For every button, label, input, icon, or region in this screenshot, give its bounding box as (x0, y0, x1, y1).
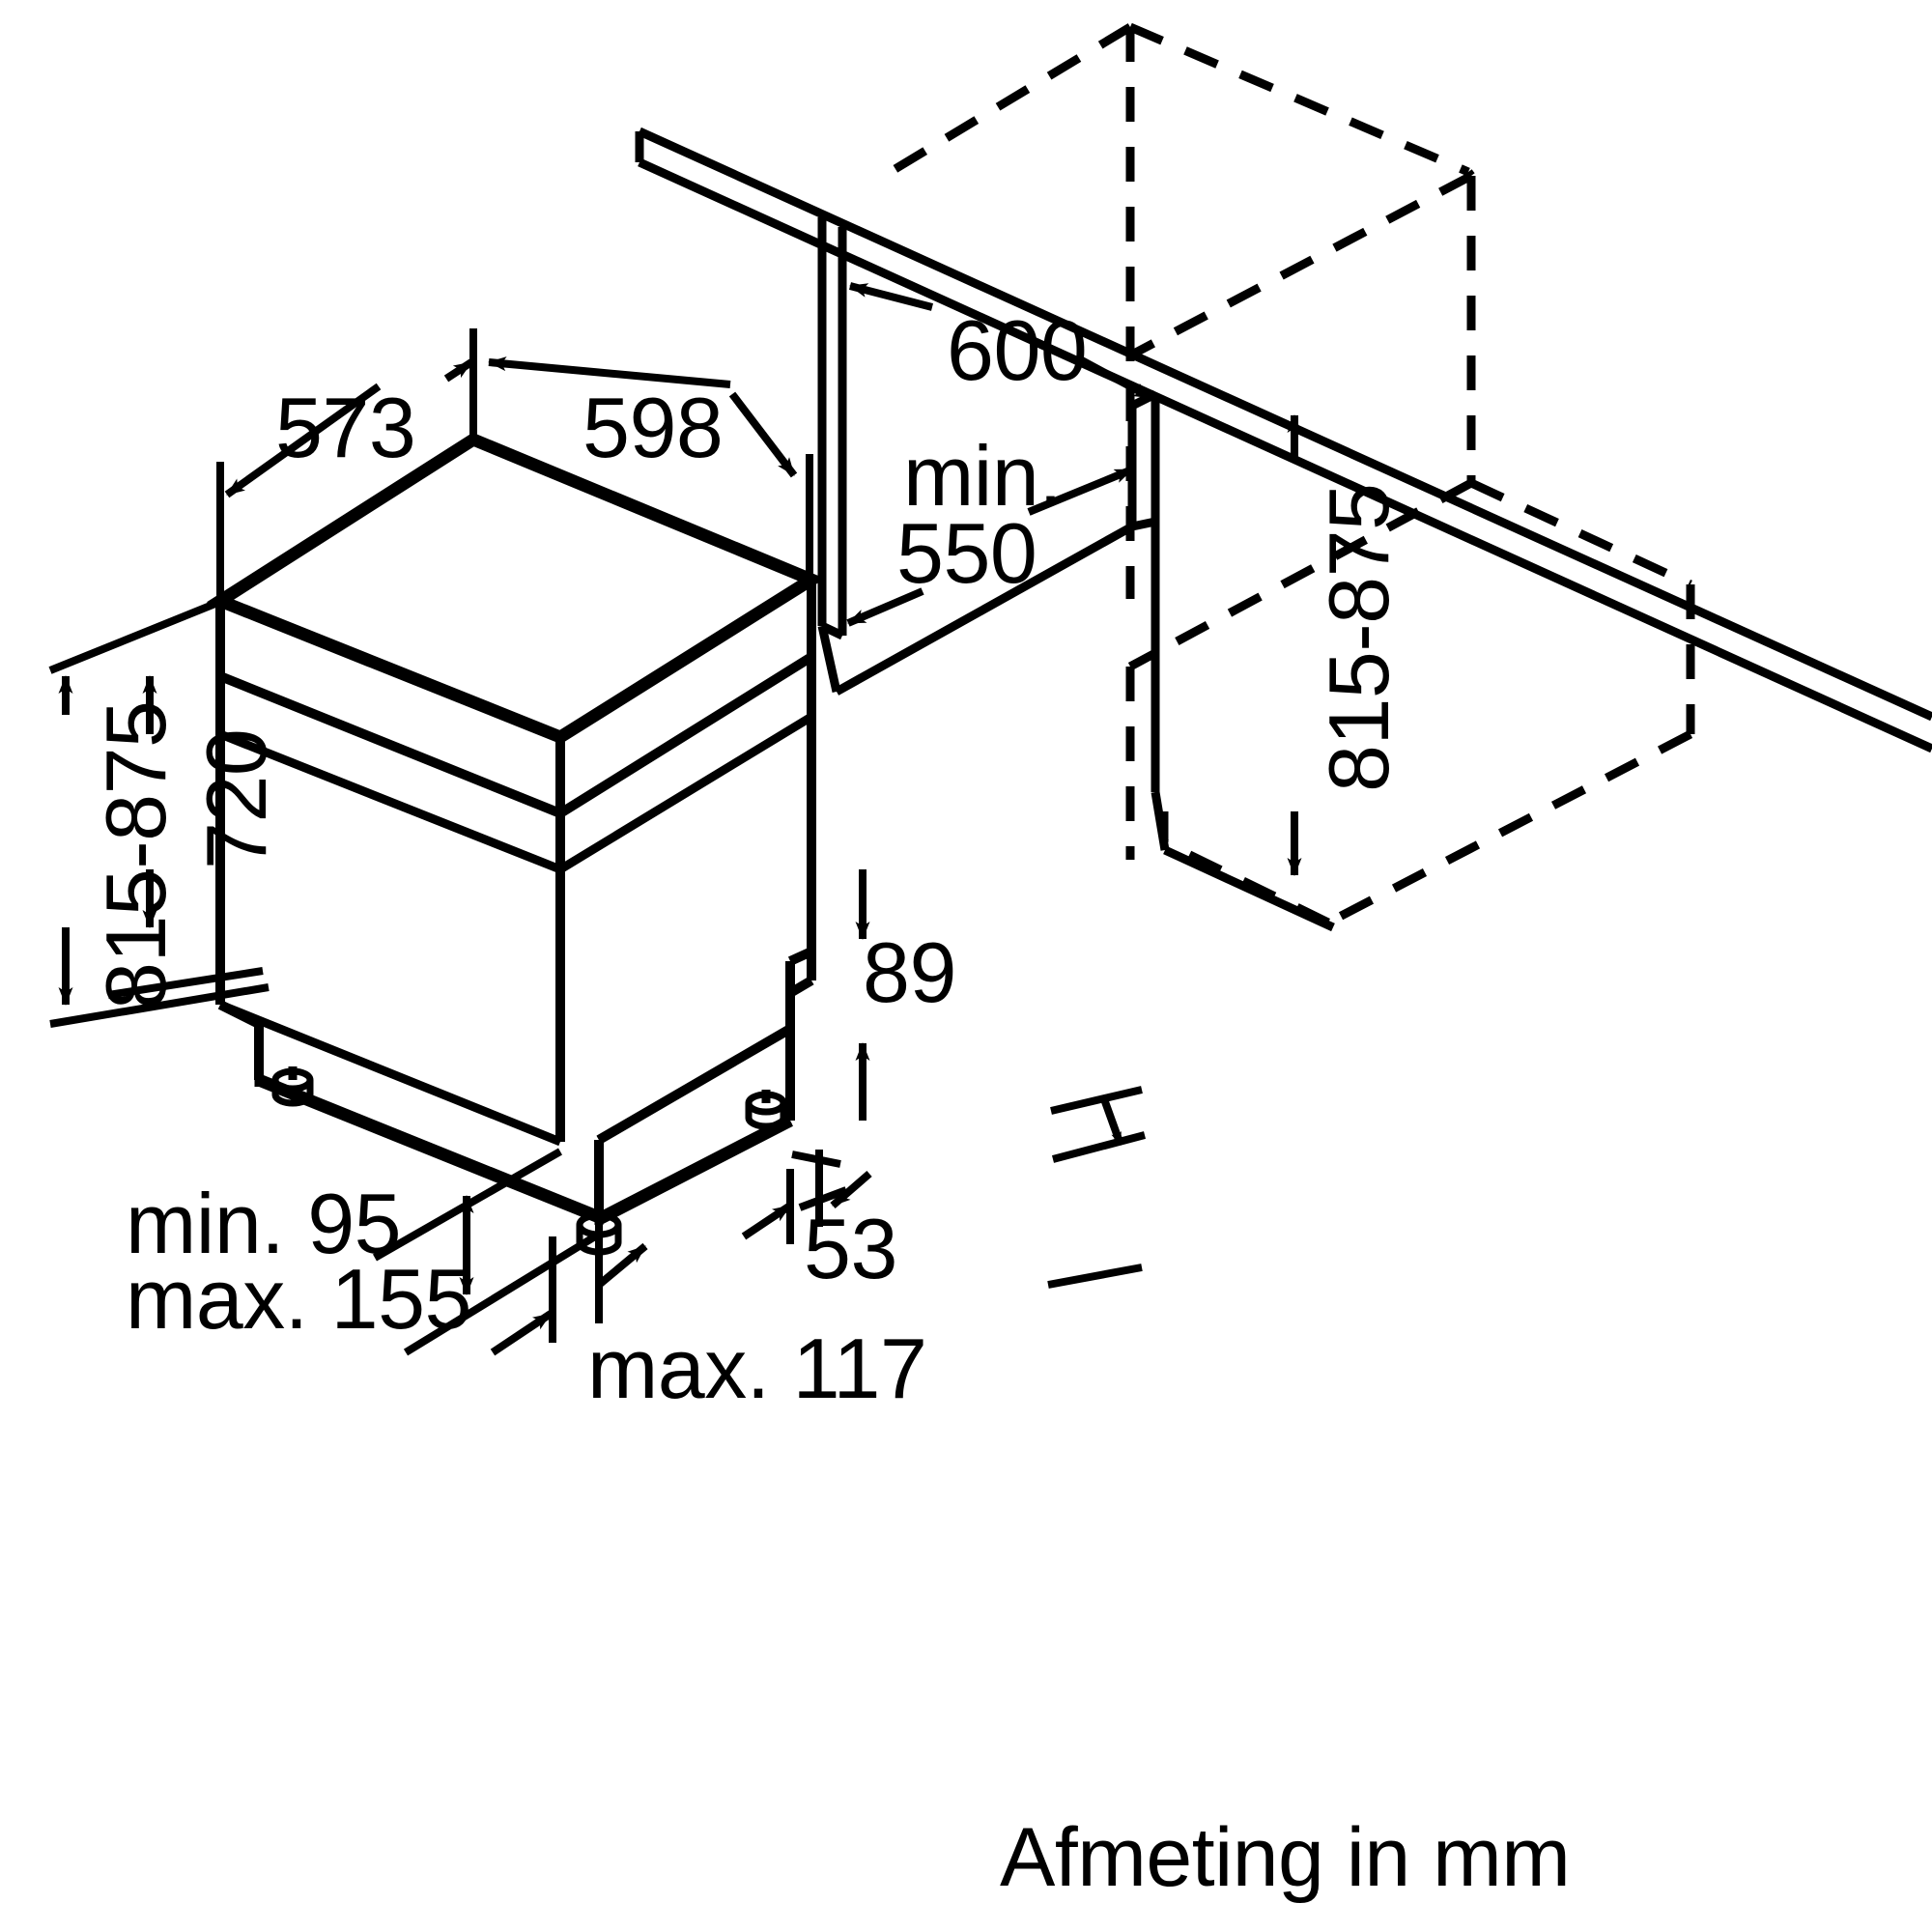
worktop-slab (635, 127, 1932, 753)
dimension-720 (107, 675, 264, 999)
dimension-598 (488, 356, 813, 587)
dimension-label-min-95: min. 95 (126, 1176, 402, 1271)
adjustable-foot-left (271, 1066, 314, 1107)
dimension-label-573: 573 (275, 380, 416, 475)
dimension-label-max-155: max. 155 (126, 1251, 471, 1347)
dimension-label-550: 550 (896, 505, 1037, 601)
dimension-53 (741, 1150, 872, 1244)
dimension-label-815-875-left: 815-875 (88, 700, 184, 1009)
dimension-label-598: 598 (582, 380, 724, 475)
dimension-max-117 (490, 1219, 648, 1356)
dimension-label-max-117: max. 117 (587, 1321, 927, 1416)
adjustable-foot-right (745, 1090, 787, 1130)
units-note: Afmeting in mm (1000, 1811, 1571, 1904)
dimension-label-815-875-right: 815-875 (1311, 483, 1406, 792)
dimension-600 (848, 282, 1153, 402)
dimension-min95-max155 (373, 1148, 598, 1356)
dishwasher-base-frame (254, 1080, 793, 1224)
dimension-573 (216, 328, 477, 601)
dimension-label-53: 53 (804, 1201, 897, 1296)
dimension-label-min: min. (903, 428, 1063, 524)
cabinet-side-panel (817, 217, 1160, 792)
dimension-label-600: 600 (947, 302, 1088, 398)
dishwasher-body (206, 432, 826, 1225)
dimension-min-550 (846, 466, 1134, 627)
dimension-815-875-left (48, 593, 270, 1028)
cabinet-front-right (1151, 791, 1335, 932)
dimension-label-720: 720 (188, 728, 284, 869)
dimension-label-89: 89 (863, 924, 956, 1020)
